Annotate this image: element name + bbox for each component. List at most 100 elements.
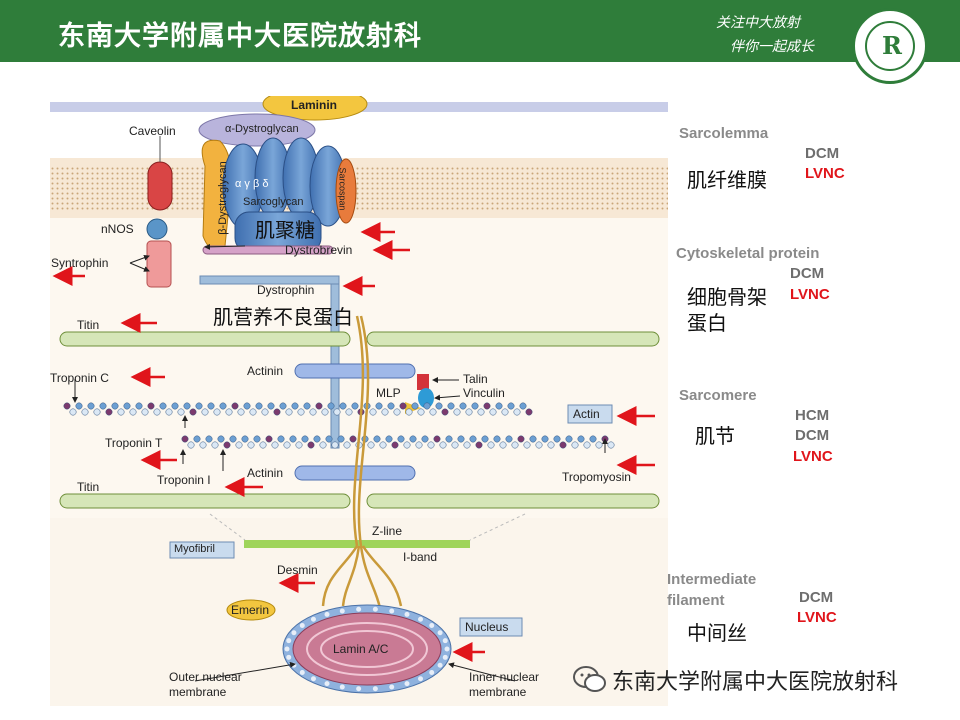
actin-bead [199,441,207,449]
troponin-c-label: Troponin C [50,371,109,385]
actin-bead [111,402,119,410]
titin-top-label: Titin [77,318,100,332]
actin-bead [231,402,239,410]
actin-bead [459,402,467,410]
sarcoglycan-complex [222,137,347,253]
caveolin-label: Caveolin [129,124,176,138]
actin-bead [271,441,279,449]
nuclear-pore [299,670,305,676]
actin-bead [577,435,585,443]
actin-bead [141,408,149,416]
actin-bead [511,441,519,449]
actin-bead [471,402,479,410]
actin-bead [417,408,425,416]
actin-label: Actin [573,407,600,421]
actin-bead [565,435,573,443]
laminin-label: Laminin [291,98,338,112]
alpha-dystroglycan-label: α-Dystroglycan [225,123,299,135]
actin-bead [69,408,77,416]
vinculin-shape [418,388,434,408]
watermark-text: 东南大学附属中大医院放射科 [612,670,899,695]
wechat-icon [573,666,606,692]
sarcomere-code-2: DCM [795,427,830,444]
actin-bead [135,402,143,410]
sarcolemma-code-2: LVNC [805,165,845,182]
vinculin-label: Vinculin [463,386,505,400]
nuclear-pore [324,681,330,687]
actin-bead [81,408,89,416]
intermediate-code-1: DCM [799,589,834,606]
actin-bead [301,435,309,443]
actinin-top-shape [294,363,416,379]
i-band-label: I-band [403,550,438,564]
actin-bead [481,435,489,443]
actin-bead [435,402,443,410]
actin-bead [393,408,401,416]
actin-bead [123,402,131,410]
actin-bead [463,441,471,449]
actin-bead [445,435,453,443]
actin-bead [343,441,351,449]
actin-bead [243,402,251,410]
actin-bead [307,441,315,449]
actin-bead [495,402,503,410]
actin-bead [405,408,413,416]
actin-bead [165,408,173,416]
actin-bead [259,441,267,449]
nuclear-pore [404,681,410,687]
actin-bead [433,435,441,443]
actin-bead [309,408,317,416]
actin-bead [319,441,327,449]
nuclear-pore [339,684,345,690]
actin-bead [571,441,579,449]
cytoskeletal-code-2: LVNC [790,286,830,303]
actin-bead [351,402,359,410]
actin-bead [489,408,497,416]
actin-bead [331,441,339,449]
actin-bead [439,441,447,449]
actin-bead [409,435,417,443]
actin-bead [525,408,533,416]
actin-bead [399,402,407,410]
actin-bead [241,435,249,443]
nucleus-label: Nucleus [465,620,509,634]
nuclear-pore [372,606,378,612]
header-slogan-line1: 关注中大放射 [716,15,800,31]
hospital-logo: R [852,8,928,84]
actin-bead [421,435,429,443]
nuclear-pore [418,616,424,622]
cytoskeletal-cn: 细胞骨架 蛋白 [687,285,767,335]
actin-bead [75,402,83,410]
actin-bead [345,408,353,416]
z-line-label: Z-line [372,524,403,538]
actin-bead [501,408,509,416]
nuclear-pore [291,630,297,636]
nucleus-box [459,617,523,637]
actin-bead [153,408,161,416]
actin-bead [189,408,197,416]
caveolin-shape [147,161,173,211]
inner-membrane-label: Inner nuclear membrane [469,670,540,699]
emerin-label: Emerin [231,603,270,617]
nuclear-pore [310,676,316,682]
titin-bottom-right [366,493,660,509]
actin-bead [273,408,281,416]
actin-bead [457,435,465,443]
actin-bead [429,408,437,416]
nuclear-pore [418,676,424,682]
actin-box [567,404,613,424]
actin-bead [381,408,389,416]
sarcolemma-heading: Sarcolemma [679,125,769,142]
actin-bead [249,408,257,416]
nuclear-pore [372,686,378,692]
actin-bead [205,435,213,443]
actin-bead [519,402,527,410]
logo-letter: R [882,31,902,60]
actin-bead [451,441,459,449]
actin-bead [207,402,215,410]
nuclear-pore [286,638,292,644]
actin-bead [427,441,435,449]
nuclear-pore [299,622,305,628]
actin-bead [387,402,395,410]
sarcomere-code-1: HCM [795,407,830,424]
